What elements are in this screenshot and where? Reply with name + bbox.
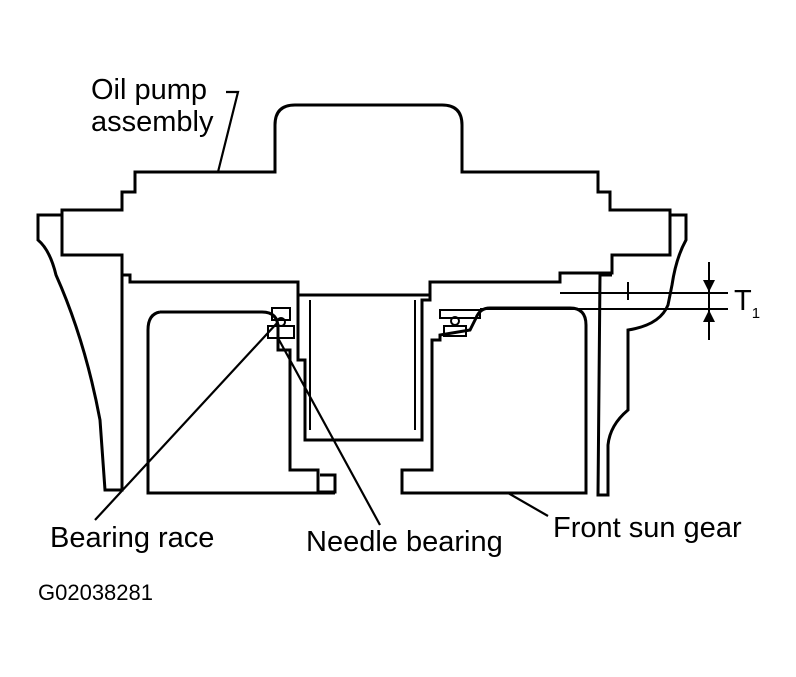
oil-pump-label-line1: Oil pump [91,74,208,106]
needle-bearing-leader [277,337,381,526]
bearing-race-left [271,307,291,321]
t1-label-subscript: 1 [751,305,761,322]
t1-arrow-top-icon [703,280,715,292]
needle-bearing-label: Needle bearing [306,526,503,558]
bearing-race-label: Bearing race [50,522,215,554]
center-sleeve [309,300,416,430]
bearing-race-right [439,309,481,319]
needle-roller-right [450,316,460,326]
central-hub [296,295,432,442]
front-sun-gear-leader [507,492,549,517]
t1-arrow-bottom-icon [703,310,715,322]
t1-label: T1 [734,285,760,322]
bearing-race-leader [94,321,279,521]
left-drum [146,310,337,495]
front-sun-gear-body [400,306,588,495]
right-casing [596,213,688,497]
oil-pump-label-line2: assembly [91,106,214,138]
left-casing [36,213,124,492]
front-sun-gear-label: Front sun gear [553,512,742,544]
oil-pump-leader [216,90,240,173]
figure-id: G02038281 [38,580,153,605]
t1-label-main: T [734,285,752,317]
